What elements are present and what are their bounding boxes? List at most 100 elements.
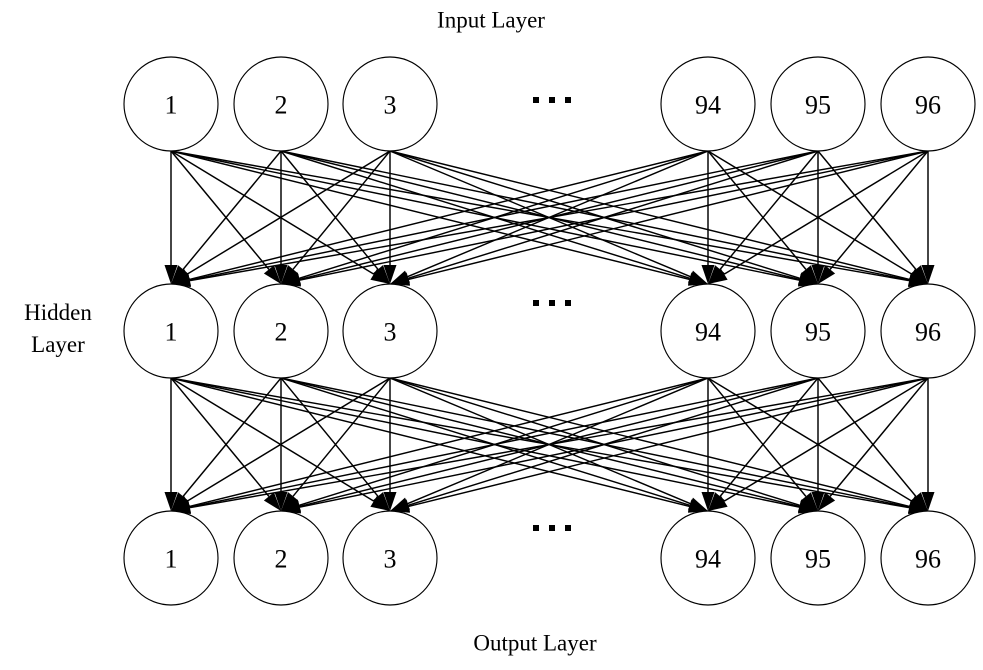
connection-line xyxy=(407,150,819,280)
node-circle xyxy=(342,56,438,152)
connection-line xyxy=(719,377,819,497)
ellipsis-dot xyxy=(565,300,571,306)
node-label: 2 xyxy=(275,91,288,120)
connection-line xyxy=(189,377,819,508)
connection-arrowhead xyxy=(281,265,299,284)
node-hidden-94: 94 xyxy=(660,283,756,379)
connection-line xyxy=(280,377,910,508)
connection-line xyxy=(707,150,807,270)
connection-line xyxy=(408,377,929,508)
node-label: 2 xyxy=(275,318,288,347)
connection-line xyxy=(280,377,800,508)
connection-arrowhead xyxy=(811,492,825,511)
ellipsis-dot xyxy=(533,300,539,306)
connection-line xyxy=(389,150,801,280)
ellipsis-input xyxy=(533,97,571,103)
node-label: 95 xyxy=(805,318,831,347)
hidden-layer-label-line2: Layer xyxy=(31,332,85,357)
connection-line xyxy=(299,150,929,281)
node-hidden-95: 95 xyxy=(770,283,866,379)
connection-line xyxy=(182,377,282,497)
ellipsis-group xyxy=(533,97,571,531)
connection-line xyxy=(389,377,801,507)
node-circle xyxy=(770,510,866,606)
node-circle xyxy=(880,283,976,379)
input-layer-title: Input Layer xyxy=(437,7,545,32)
connection-arrowhead xyxy=(274,492,288,511)
node-circle xyxy=(233,56,329,152)
node-circle xyxy=(123,56,219,152)
connection-line xyxy=(389,150,910,281)
connection-arrowhead xyxy=(800,492,818,511)
connection-arrowhead xyxy=(372,265,390,284)
connection-arrowhead xyxy=(910,492,928,511)
connection-line xyxy=(189,150,819,281)
connection-line xyxy=(170,377,270,497)
connection-arrowhead xyxy=(910,265,928,284)
connection-line xyxy=(389,377,691,505)
node-output-96: 96 xyxy=(880,510,976,606)
connection-line xyxy=(723,150,929,275)
connection-line xyxy=(280,377,691,507)
ellipsis-hidden xyxy=(533,300,571,306)
node-circle xyxy=(770,56,866,152)
connection-line xyxy=(186,377,391,502)
connection-arrowhead xyxy=(372,492,390,511)
connection-line xyxy=(829,150,929,270)
connection-line xyxy=(189,377,709,508)
connection-arrowhead xyxy=(921,492,935,511)
connection-arrowhead xyxy=(701,492,715,511)
connection-line xyxy=(182,150,282,270)
connection-line xyxy=(298,377,709,507)
connection-line xyxy=(723,377,929,502)
connection-line xyxy=(707,150,913,275)
connection-line xyxy=(189,150,929,282)
node-hidden-96: 96 xyxy=(880,283,976,379)
connection-line xyxy=(170,150,800,281)
node-output-95: 95 xyxy=(770,510,866,606)
connection-line xyxy=(389,150,691,278)
node-label: 1 xyxy=(165,545,178,574)
node-label: 94 xyxy=(695,545,721,574)
node-label: 94 xyxy=(695,91,721,120)
connection-line xyxy=(170,377,690,508)
connection-arrowhead xyxy=(708,495,728,511)
node-output-2: 2 xyxy=(233,510,329,606)
connection-arrowhead xyxy=(164,492,178,511)
connection-line xyxy=(186,150,391,275)
connection-line xyxy=(292,150,391,270)
connection-line xyxy=(407,377,819,507)
node-hidden-3: 3 xyxy=(342,283,438,379)
connection-arrowhead xyxy=(263,492,281,511)
node-circle xyxy=(660,283,756,379)
connection-line xyxy=(292,377,391,497)
edges-group xyxy=(170,150,929,509)
connection-line xyxy=(170,377,800,508)
connection-arrowhead xyxy=(281,500,301,514)
node-label: 96 xyxy=(915,318,941,347)
connection-line xyxy=(707,377,913,502)
connection-arrowhead xyxy=(687,270,708,284)
node-circle xyxy=(123,283,219,379)
node-label: 96 xyxy=(915,545,941,574)
connection-arrowhead xyxy=(818,492,836,511)
node-label: 2 xyxy=(275,545,288,574)
node-circle xyxy=(880,510,976,606)
node-circle xyxy=(342,510,438,606)
connection-line xyxy=(298,150,709,280)
node-label: 95 xyxy=(805,91,831,120)
connection-line xyxy=(189,150,709,281)
ellipsis-dot xyxy=(549,300,555,306)
connection-arrowhead xyxy=(921,265,935,284)
node-input-95: 95 xyxy=(770,56,866,152)
connection-line xyxy=(280,377,379,497)
connection-line xyxy=(170,150,270,270)
connection-line xyxy=(707,377,807,497)
connection-line xyxy=(817,150,917,270)
connection-arrowhead xyxy=(708,268,728,284)
node-label: 96 xyxy=(915,91,941,120)
connection-arrowhead xyxy=(390,500,410,513)
connection-line xyxy=(170,150,690,281)
